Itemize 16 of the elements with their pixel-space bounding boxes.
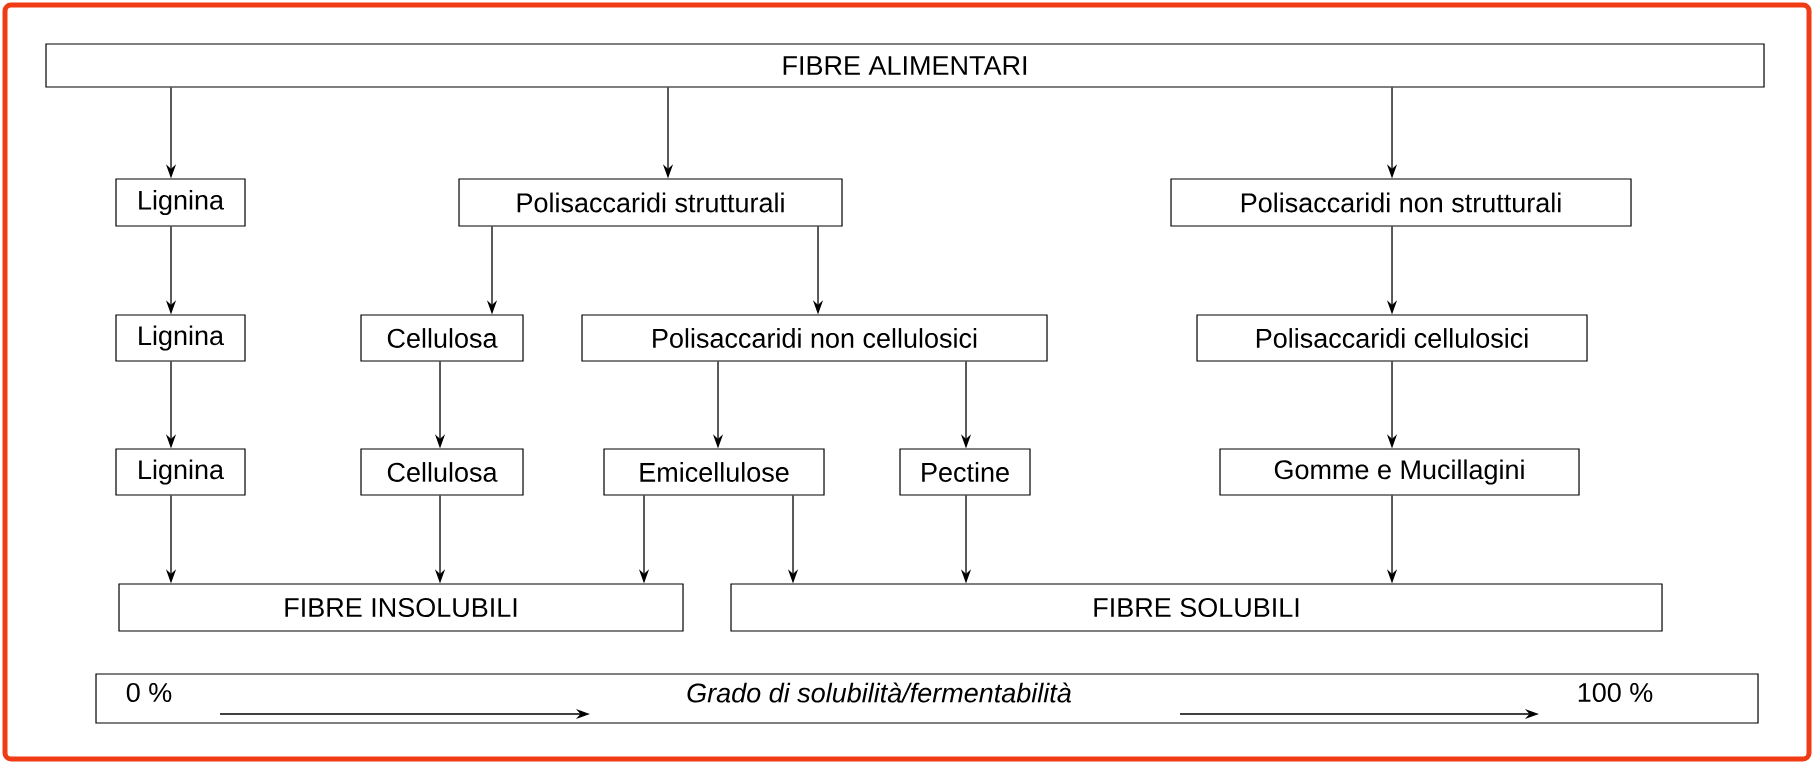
category-box: Gomme e Mucillagini (1219, 448, 1580, 496)
category-box: Pectine (899, 448, 1031, 496)
category-box: Polisaccaridi non cellulosici (581, 314, 1048, 362)
category-box: Polisaccaridi non strutturali (1170, 178, 1632, 227)
category-box: Polisaccaridi cellulosici (1196, 314, 1588, 362)
category-box: Lignina (115, 178, 246, 227)
category-box: Lignina (115, 448, 246, 496)
category-box: FIBRE SOLUBILI (730, 583, 1663, 632)
category-box: Cellulosa (360, 448, 524, 496)
category-box: FIBRE INSOLUBILI (118, 583, 684, 632)
category-box: Lignina (115, 314, 246, 362)
category-box: FIBRE ALIMENTARI (45, 43, 1765, 88)
category-box: Emicellulose (603, 448, 825, 496)
category-box: Cellulosa (360, 314, 524, 362)
category-box: Polisaccaridi strutturali (458, 178, 843, 227)
scale-bar: 0 % Grado di solubilità/fermentabilità 100 % (95, 673, 1759, 724)
